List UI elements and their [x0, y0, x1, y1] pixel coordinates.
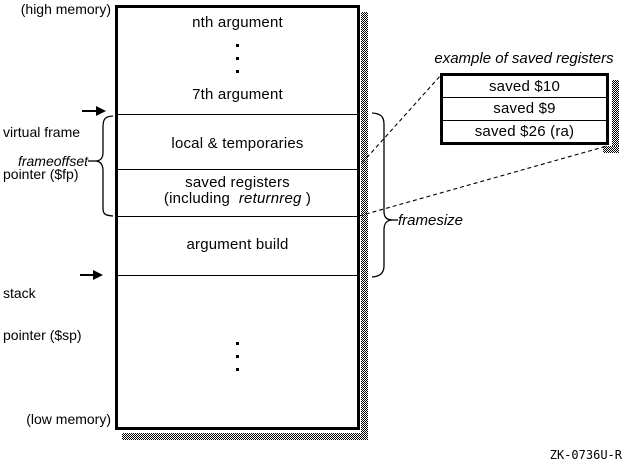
- stack-box-shadow-bottom: [122, 433, 368, 440]
- figure-id: ZK-0736U-R: [549, 448, 622, 462]
- framesize-label: framesize: [398, 212, 464, 229]
- saved-registers-detail-returnreg: returnreg: [238, 190, 302, 207]
- high-memory-label: (high memory): [20, 1, 111, 17]
- table-row: saved $26 (ra): [474, 122, 575, 140]
- zoom-connector-bottom: [358, 145, 608, 217]
- zoom-connector-top: [361, 74, 442, 164]
- saved-registers-detail-suffix: ): [305, 190, 312, 207]
- example-table-shadow-right: [612, 80, 619, 146]
- section-nth-argument: nth argument: [192, 14, 283, 31]
- example-table-title: example of saved registers: [434, 50, 614, 67]
- stack-pointer-line2: pointer ($sp): [3, 327, 82, 343]
- frameoffset-label: frameoffset: [17, 153, 88, 169]
- example-table-shadow-corner: [603, 146, 619, 153]
- stack-box-shadow-right: [361, 12, 368, 440]
- saved-registers-detail-prefix: (including: [163, 190, 231, 207]
- example-table: saved $10 saved $9 saved $26 (ra): [440, 73, 609, 145]
- virtual-frame-pointer-line1: virtual frame: [3, 124, 81, 140]
- ellipsis-dots-bottom: [236, 355, 239, 358]
- fp-arrow-shaft: [82, 110, 98, 112]
- section-argument-build: argument build: [186, 236, 289, 253]
- ellipsis-dots-top: [236, 44, 239, 47]
- sp-arrow-icon: [93, 270, 103, 280]
- table-row: saved $10: [443, 76, 606, 99]
- stack-box: [115, 5, 360, 430]
- section-local-temporaries: local & temporaries: [171, 135, 304, 152]
- ellipsis-dots-bottom: [236, 342, 239, 345]
- divider-saved-argbuild: [118, 216, 357, 217]
- fp-arrow-icon: [96, 106, 106, 116]
- ellipsis-dots-top: [236, 57, 239, 60]
- stack-pointer-label: stack pointer ($sp): [3, 258, 82, 370]
- low-memory-label: (low memory): [26, 411, 111, 427]
- virtual-frame-pointer-line2: pointer ($fp): [3, 166, 79, 182]
- ellipsis-dots-top: [236, 70, 239, 73]
- table-row: saved $9: [443, 98, 606, 121]
- divider-sp-line: [118, 275, 357, 276]
- saved-registers-detail: (including returnreg ): [118, 191, 357, 207]
- frameoffset-brace: [94, 115, 114, 217]
- ellipsis-dots-bottom: [236, 368, 239, 371]
- virtual-frame-pointer-label: virtual frame pointer ($fp): [3, 97, 80, 209]
- framesize-brace: [371, 112, 394, 278]
- saved-registers-label: saved registers: [185, 174, 290, 191]
- section-saved-registers: saved registers (including returnreg ): [118, 175, 357, 207]
- divider-fp-line: [118, 114, 357, 115]
- divider-local-saved: [118, 169, 357, 170]
- stack-pointer-line1: stack: [3, 285, 36, 301]
- sp-arrow-shaft: [80, 274, 95, 276]
- section-seventh-argument: 7th argument: [192, 86, 283, 103]
